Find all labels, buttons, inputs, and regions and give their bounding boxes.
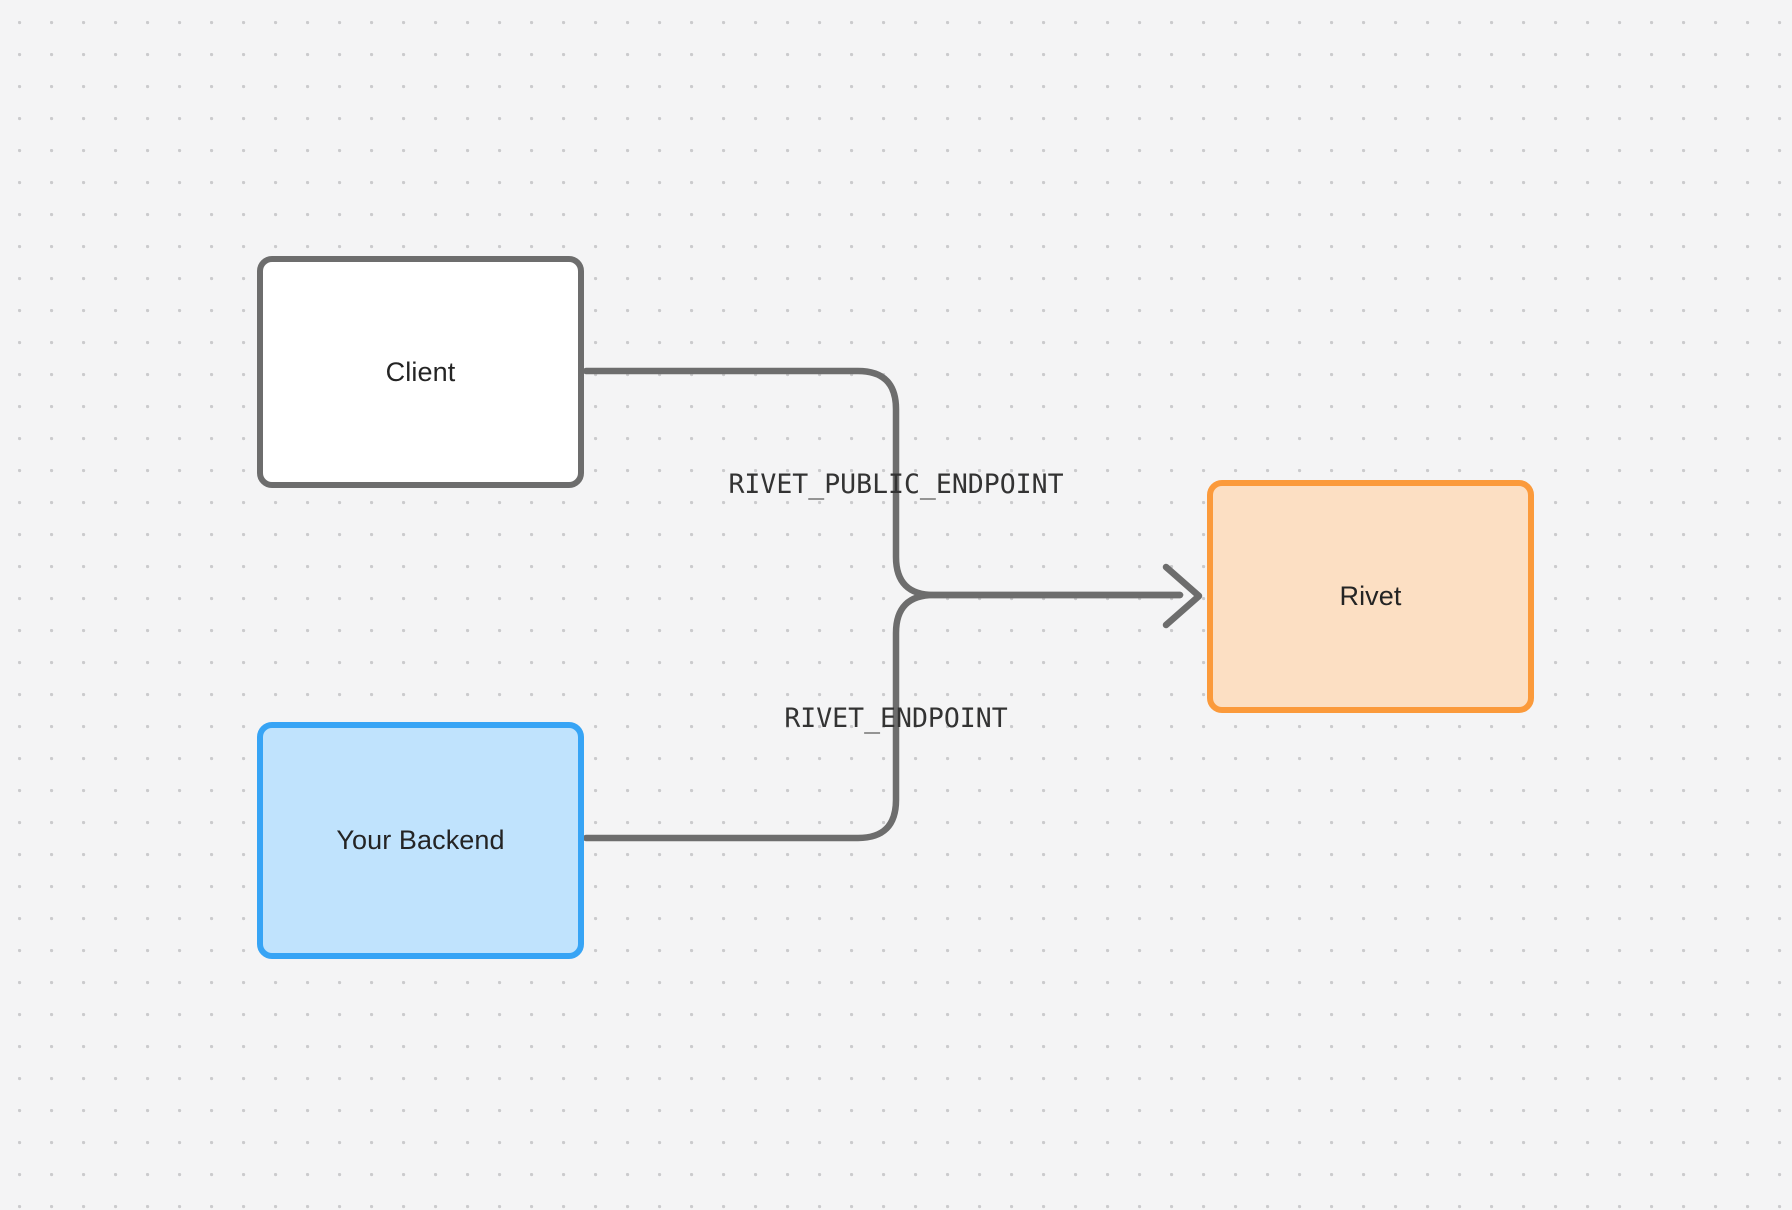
edge-arrowhead-icon (1162, 563, 1203, 629)
node-rivet[interactable]: Rivet (1207, 480, 1534, 713)
node-your-backend-label: Your Backend (336, 825, 505, 855)
node-your-backend[interactable]: Your Backend (257, 722, 584, 959)
edge-label-rivet-public-endpoint: RIVET_PUBLIC_ENDPOINT (728, 468, 1064, 500)
node-rivet-label: Rivet (1339, 581, 1402, 611)
node-client[interactable]: Client (257, 256, 584, 488)
node-client-label: Client (385, 356, 456, 387)
edge-label-rivet-endpoint: RIVET_ENDPOINT (784, 702, 1008, 734)
